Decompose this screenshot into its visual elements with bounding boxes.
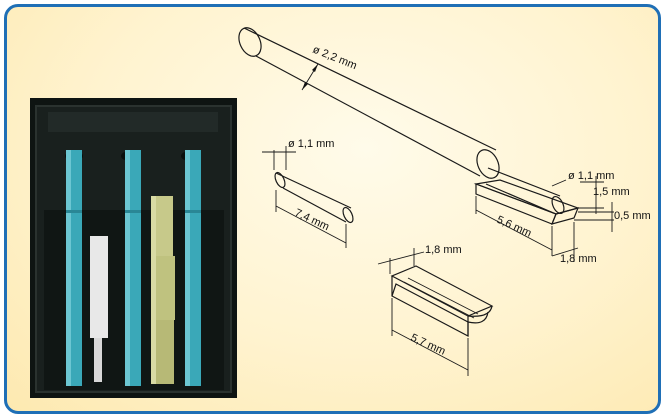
- dim-pin-diameter-label: ø 1,1 mm: [288, 138, 334, 150]
- dim-end-width: 1,8 mm: [551, 222, 597, 265]
- long-rod: [238, 27, 580, 225]
- dim-clip-width-label: 1,8 mm: [425, 244, 462, 256]
- parts-photo: [30, 98, 237, 398]
- dim-end-height-label: 1,5 mm: [593, 186, 630, 198]
- dim-end-thickness: 0,5 mm: [574, 202, 651, 232]
- dim-rod-diameter: ø 2,2 mm: [301, 44, 359, 91]
- dim-clip-length-label: 5,7 mm: [409, 332, 447, 358]
- dim-clip-width: 1,8 mm: [377, 244, 462, 274]
- clip-part: [390, 265, 494, 337]
- dim-end-thickness-label: 0,5 mm: [614, 210, 651, 222]
- dim-end-length: 5,6 mm: [475, 196, 553, 256]
- dim-end-pin-diameter: ø 1,1 mm: [551, 170, 614, 187]
- dim-pin-diameter: ø 1,1 mm: [262, 138, 334, 170]
- small-pin: [274, 171, 354, 224]
- dim-end-pin-diameter-label: ø 1,1 mm: [568, 170, 614, 182]
- dim-end-width-label: 1,8 mm: [560, 253, 597, 265]
- dim-pin-length: 7,4 mm: [275, 190, 347, 248]
- dim-end-height: 1,5 mm: [578, 176, 630, 214]
- dim-rod-diameter-label: ø 2,2 mm: [311, 44, 359, 73]
- white-part: [90, 236, 108, 338]
- dim-end-length-label: 5,6 mm: [495, 214, 533, 240]
- olive-part: [151, 196, 173, 256]
